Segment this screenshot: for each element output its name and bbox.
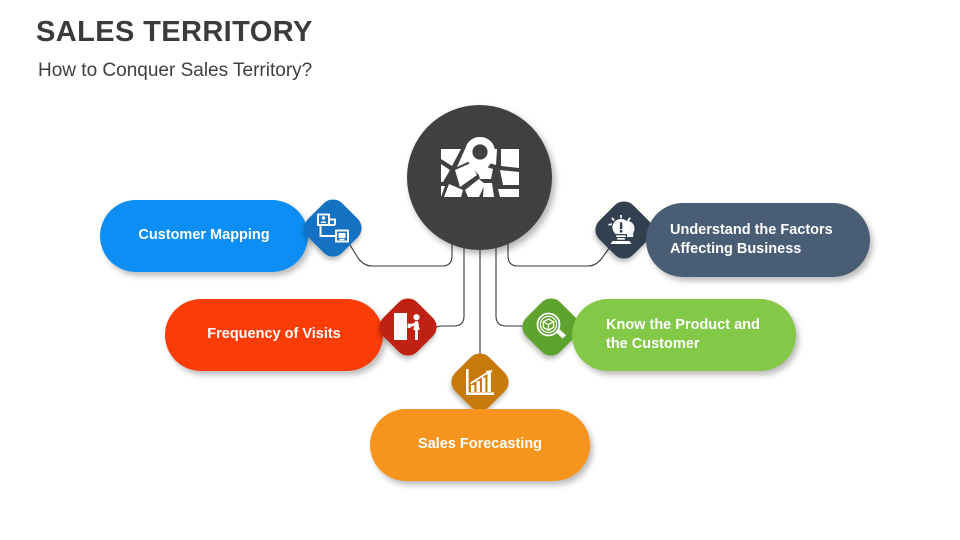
node-label-sales-forecast: Sales Forecasting (417, 436, 543, 453)
node-diamond-understand[interactable] (590, 196, 658, 264)
node-pill-frequency-visits[interactable]: Frequency of Visits (165, 299, 383, 371)
node-label-understand: Understand the Factors Affecting Busines… (670, 221, 833, 259)
node-pill-understand[interactable]: Understand the Factors Affecting Busines… (646, 203, 870, 277)
node-pill-sales-forecast[interactable]: Sales Forecasting (370, 409, 590, 481)
node-label-line2: the Customer (606, 336, 700, 352)
node-label-know-product: Know the Product and the Customer (606, 316, 760, 354)
node-diamond-customer-mapping[interactable] (299, 194, 367, 262)
node-label-customer-mapping: Customer Mapping (138, 227, 270, 244)
node-label-line1: Understand the Factors (670, 221, 833, 238)
node-pill-customer-mapping[interactable]: Customer Mapping (100, 200, 308, 272)
lightbulb-idea-icon (600, 206, 648, 254)
bar-chart-arrow-icon (456, 358, 504, 406)
user-flow-icon (309, 204, 357, 252)
node-label-frequency-visits: Frequency of Visits (207, 326, 341, 343)
page-title: SALES TERRITORY (36, 16, 313, 48)
node-label-line2: Affecting Business (670, 241, 802, 257)
node-diamond-frequency-visits[interactable] (374, 293, 442, 361)
door-knock-icon (384, 303, 432, 351)
node-label-line1: Know the Product and (606, 316, 760, 333)
hub-circle[interactable] (407, 105, 552, 250)
node-pill-know-product[interactable]: Know the Product and the Customer (572, 299, 796, 371)
node-diamond-sales-forecast[interactable] (446, 348, 514, 416)
node-diamond-know-product[interactable] (517, 293, 585, 361)
magnifier-box-icon (527, 303, 575, 351)
page-subtitle: How to Conquer Sales Territory? (38, 60, 313, 81)
